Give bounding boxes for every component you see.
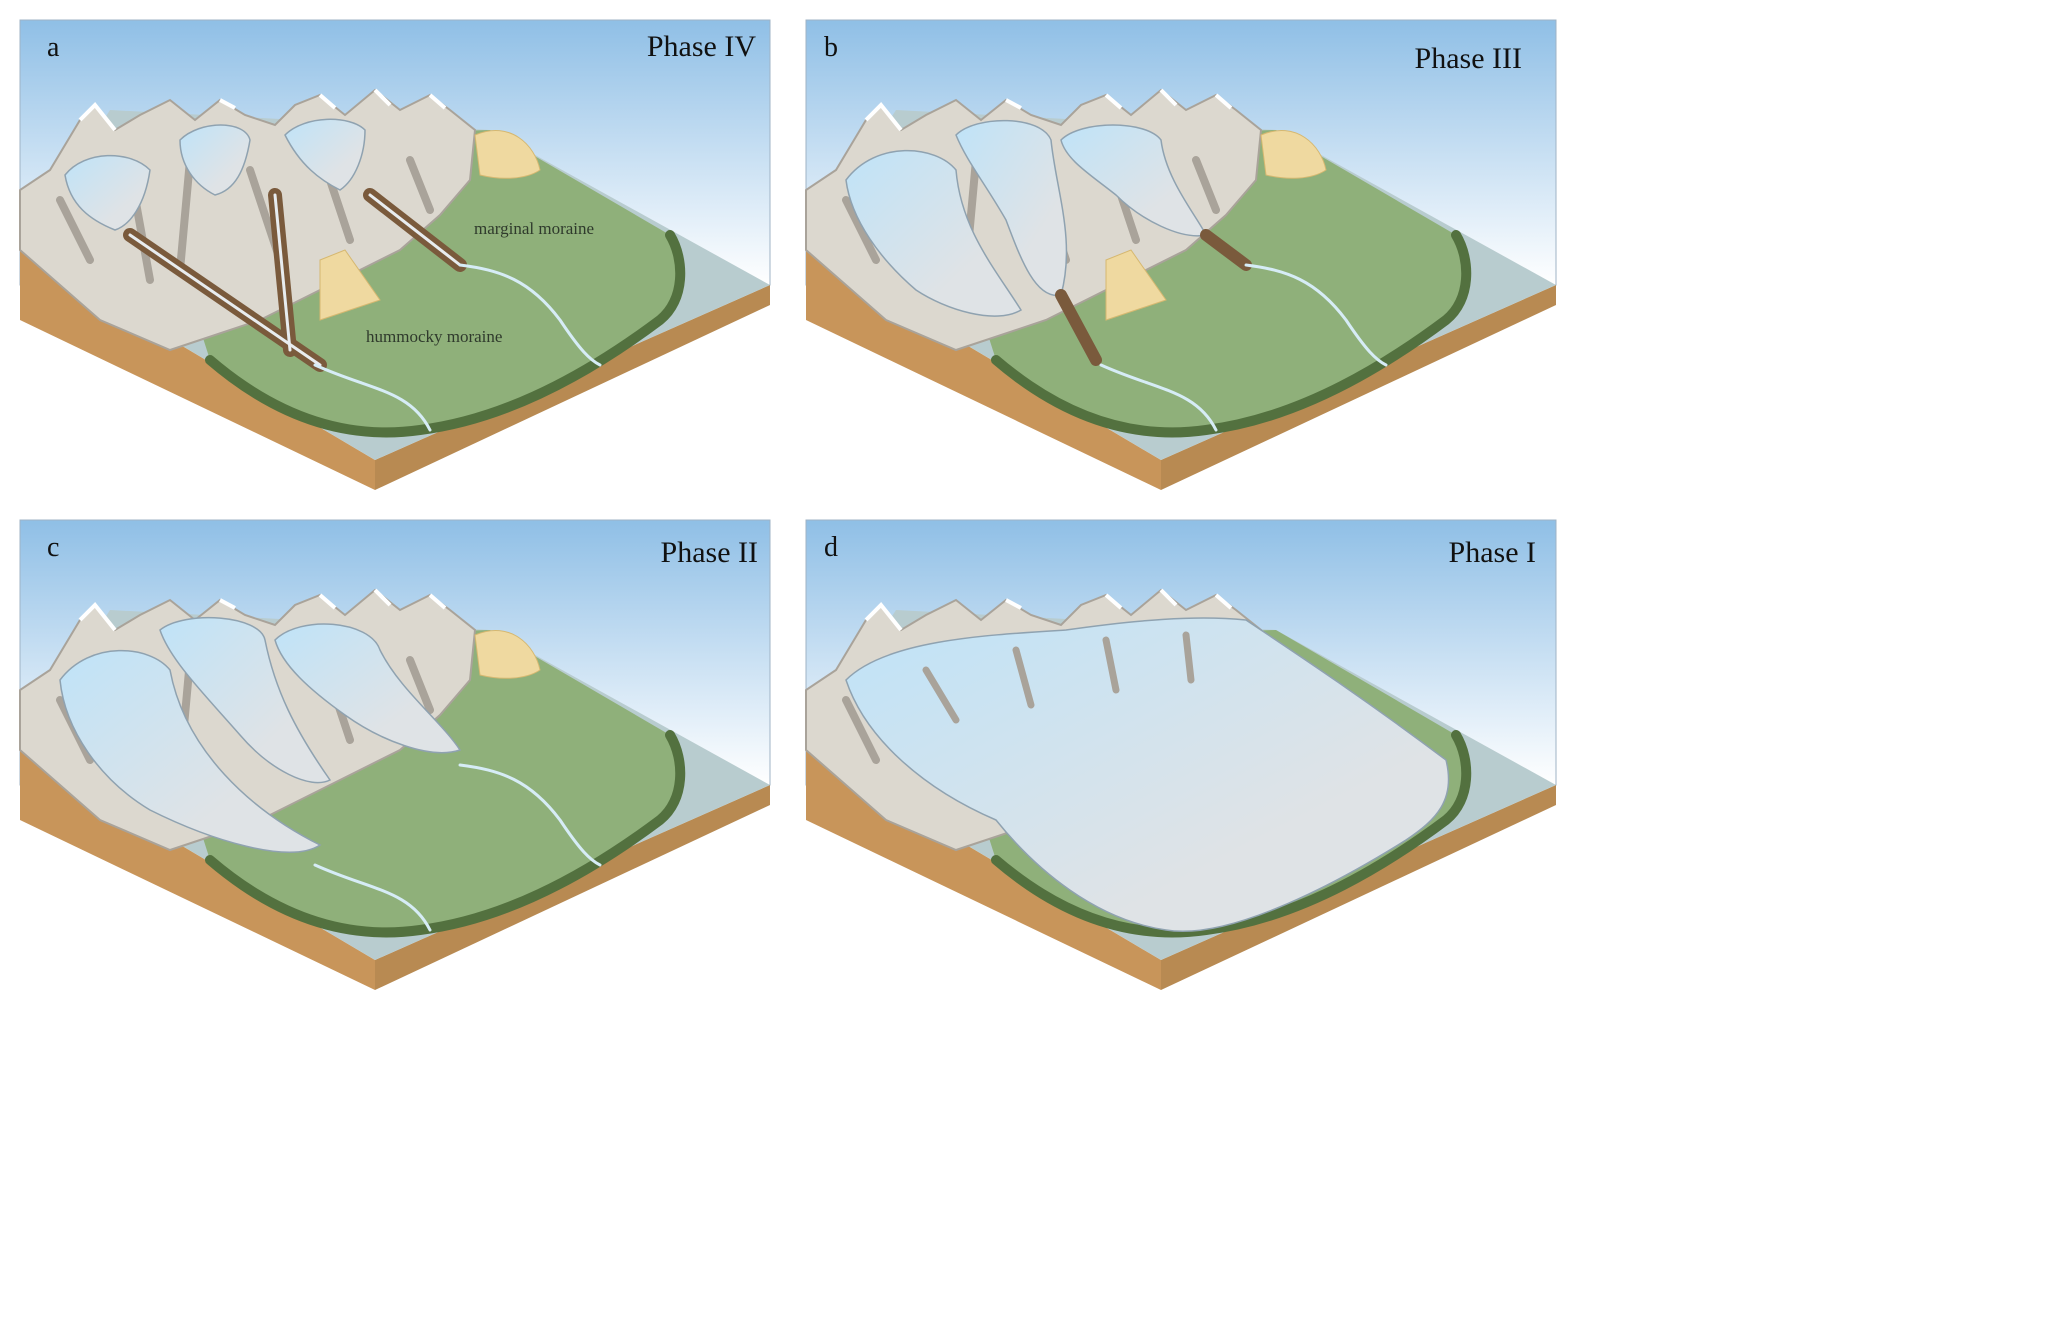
block-diagram-c [19, 519, 771, 990]
ice-lobe-right [274, 623, 462, 754]
valley-glacier-3 [284, 118, 366, 191]
snow-caps [864, 88, 1233, 132]
hummocky-moraine-label: hummocky moraine [366, 327, 503, 346]
panel-b: b Phase III [805, 19, 1566, 500]
outwash-fan-right [474, 629, 541, 679]
meltwater-streams [313, 763, 602, 932]
block-diagram-d [805, 519, 1557, 990]
valley-glacier-2 [179, 124, 251, 196]
nunatak-ridges [922, 631, 1195, 724]
panel-letter: d [824, 532, 838, 563]
soil-right-side [1161, 285, 1556, 490]
outwash-fan-right [474, 129, 541, 179]
marginal-moraine-label: marginal moraine [474, 219, 595, 238]
panel-letter: b [824, 32, 838, 63]
meltwater-streams [1099, 263, 1388, 432]
outwash-fan-left [1105, 249, 1167, 321]
block-diagram-b [805, 19, 1557, 490]
plain-edge-ridge [991, 230, 1472, 438]
soil-right-side [375, 285, 770, 490]
soil-right-side [1161, 785, 1556, 990]
panel-a: a Phase IV marginal moraine hummocky mor… [19, 19, 780, 500]
meltwater-streams [313, 263, 602, 432]
snow-caps [78, 88, 447, 132]
ridge-shading [56, 146, 434, 284]
plain-edge-ridge [205, 730, 686, 938]
glacier-lobe-middle [955, 119, 1068, 297]
soil-right-side [375, 785, 770, 990]
phase-title: Phase I [1448, 536, 1536, 569]
panel-letter: c [47, 532, 60, 563]
panel-c: c Phase II [19, 519, 780, 1000]
debris-trails [1055, 229, 1252, 366]
plain-edge-ridge [991, 730, 1472, 938]
ice-lobe-middle [159, 616, 332, 784]
valley-glacier-1 [64, 154, 151, 231]
outwash-fan-left [319, 249, 381, 321]
snow-caps [864, 588, 1233, 632]
phase-title: Phase IV [646, 30, 756, 63]
phase-title: Phase III [1414, 42, 1522, 75]
ice-sheet [845, 617, 1450, 932]
outwash-fan-right [1260, 129, 1327, 179]
block-diagram-a [19, 19, 771, 490]
snow-caps [78, 588, 447, 632]
panel-d: d Phase I [805, 519, 1566, 1000]
meltwater-channels [128, 193, 462, 367]
ice-lobe-left [59, 649, 322, 853]
panel-letter: a [47, 32, 60, 63]
plain-edge-ridge [205, 230, 686, 438]
glacier-lobe-left [845, 149, 1023, 317]
phase-title: Phase II [660, 536, 758, 569]
